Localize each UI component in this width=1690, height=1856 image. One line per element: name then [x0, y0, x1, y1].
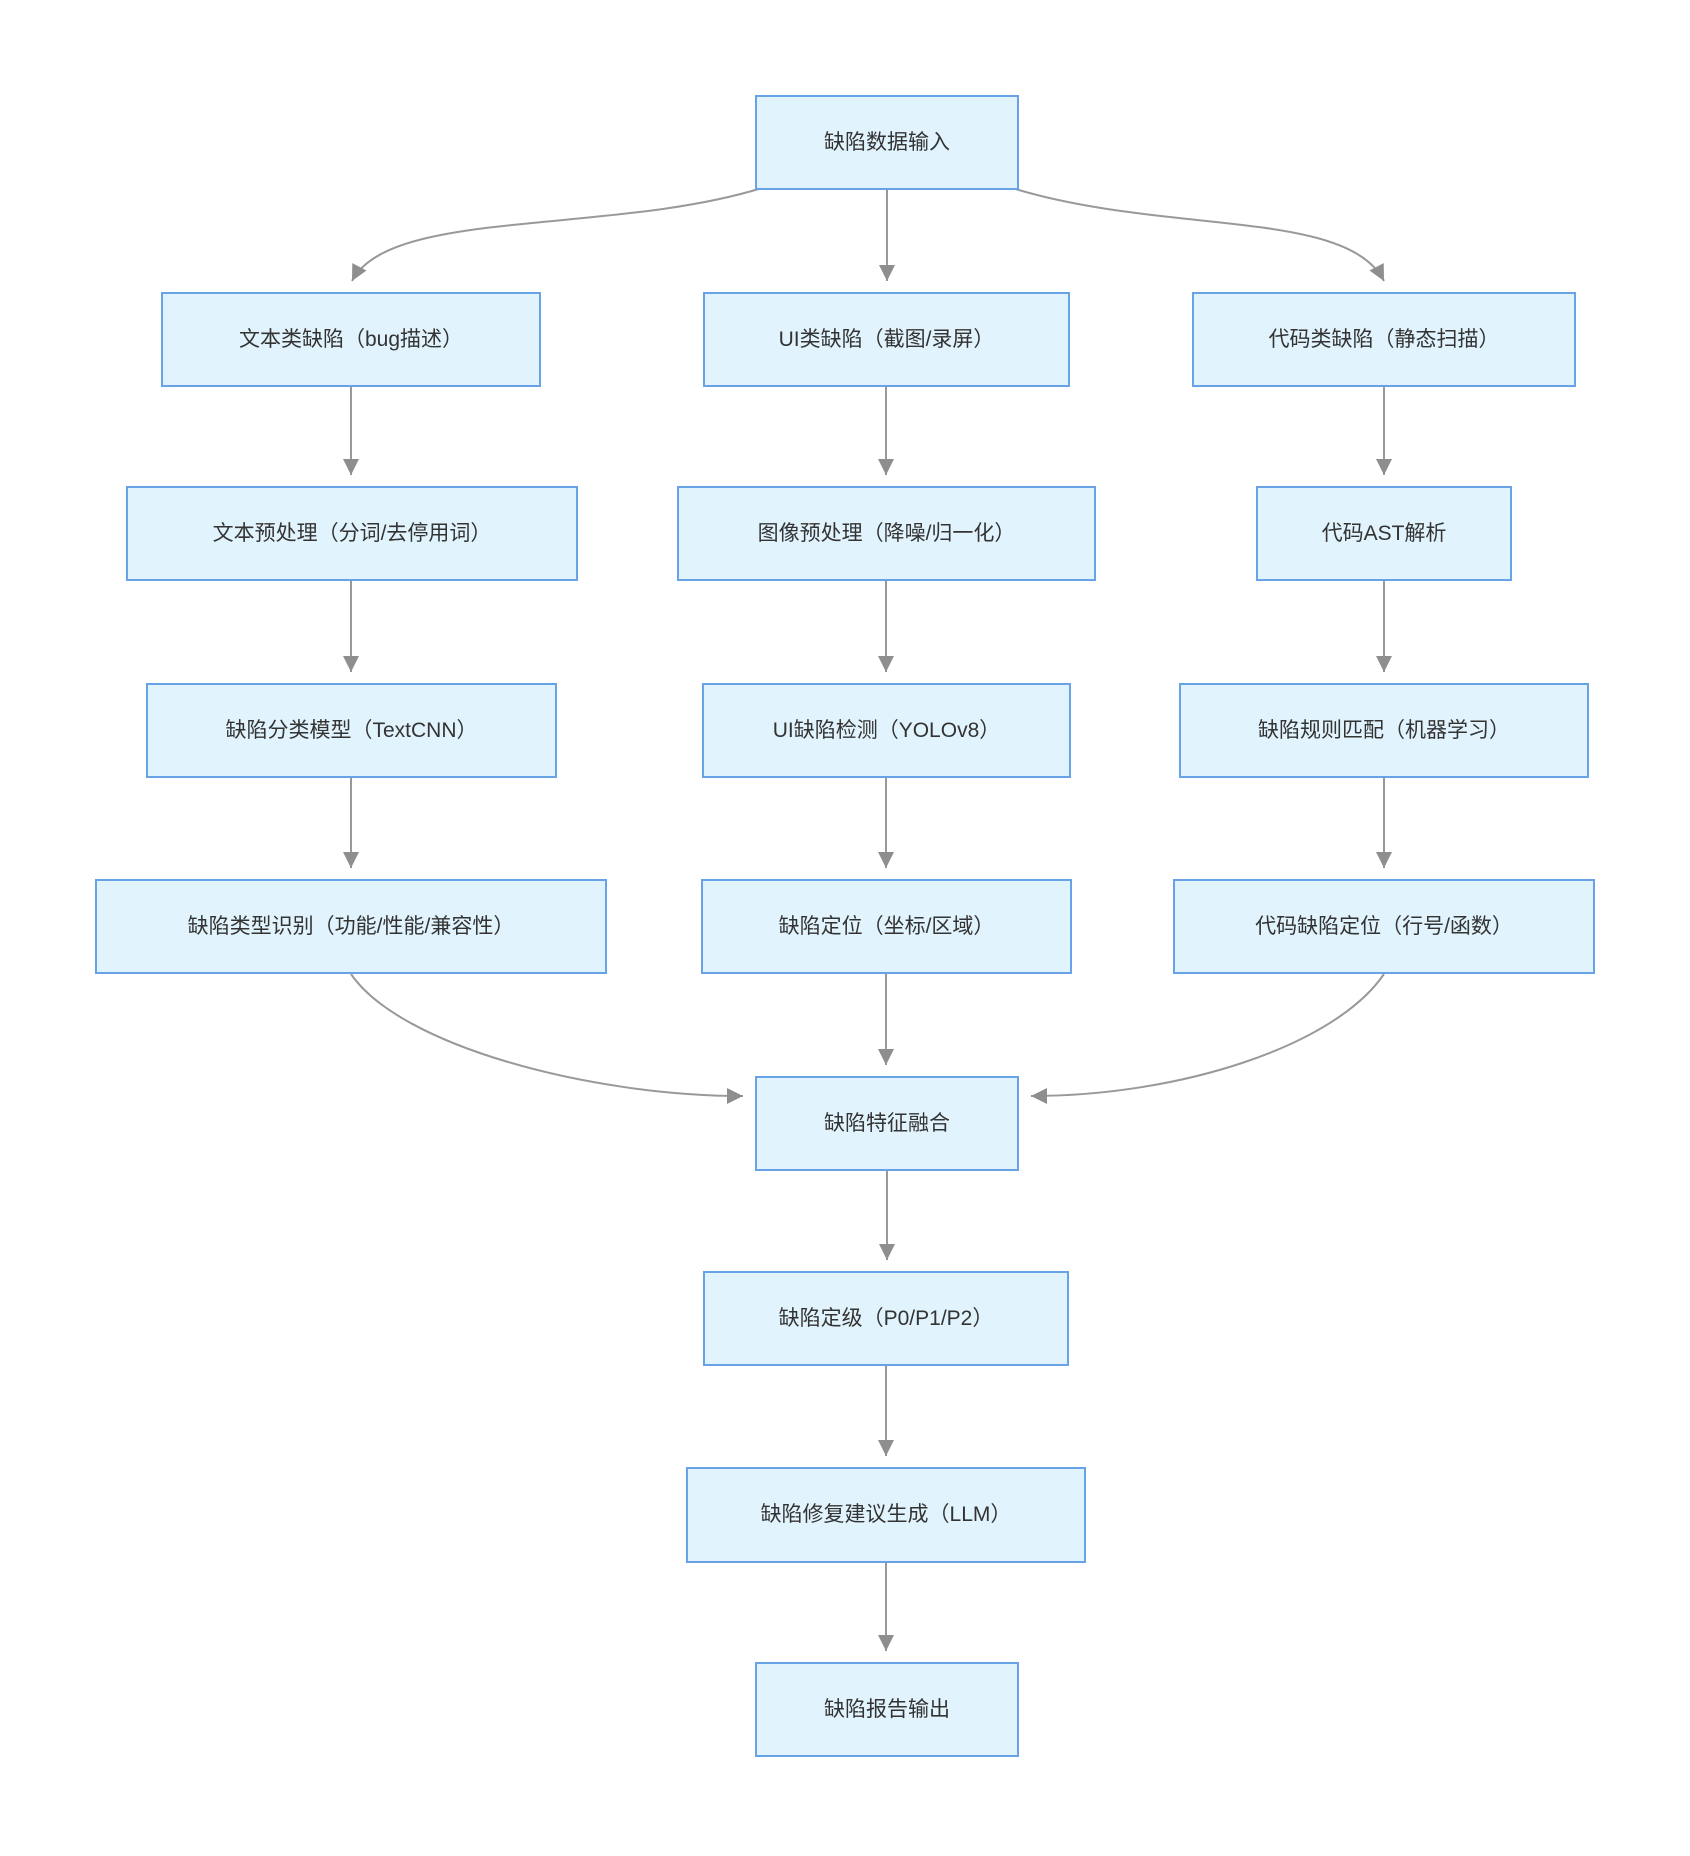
- node-defect-report-output: 缺陷报告输出: [755, 1662, 1019, 1757]
- node-text-preprocess: 文本预处理（分词/去停用词）: [126, 486, 578, 581]
- node-code-defect: 代码类缺陷（静态扫描）: [1192, 292, 1576, 387]
- node-text-defect: 文本类缺陷（bug描述）: [161, 292, 541, 387]
- node-defect-data-input: 缺陷数据输入: [755, 95, 1019, 190]
- edge-type-identify-to-fusion: [350, 973, 744, 1104]
- node-code-defect-locate: 代码缺陷定位（行号/函数）: [1173, 879, 1595, 974]
- edge-input-to-text-defect: [351, 187, 763, 282]
- node-ui-defect: UI类缺陷（截图/录屏）: [703, 292, 1070, 387]
- node-defect-grading: 缺陷定级（P0/P1/P2）: [703, 1271, 1069, 1366]
- edge-input-to-code-defect: [1011, 187, 1385, 282]
- node-fix-suggestion-generate: 缺陷修复建议生成（LLM）: [686, 1467, 1086, 1563]
- edge-code-locate-to-fusion: [1030, 973, 1385, 1104]
- node-image-preprocess: 图像预处理（降噪/归一化）: [677, 486, 1096, 581]
- node-defect-locate: 缺陷定位（坐标/区域）: [701, 879, 1072, 974]
- node-defect-type-identify: 缺陷类型识别（功能/性能/兼容性）: [95, 879, 607, 974]
- node-defect-classify-model: 缺陷分类模型（TextCNN）: [146, 683, 557, 778]
- node-feature-fusion: 缺陷特征融合: [755, 1076, 1019, 1171]
- node-defect-rule-match: 缺陷规则匹配（机器学习）: [1179, 683, 1589, 778]
- node-code-ast-parse: 代码AST解析: [1256, 486, 1512, 581]
- node-ui-defect-detect: UI缺陷检测（YOLOv8）: [702, 683, 1071, 778]
